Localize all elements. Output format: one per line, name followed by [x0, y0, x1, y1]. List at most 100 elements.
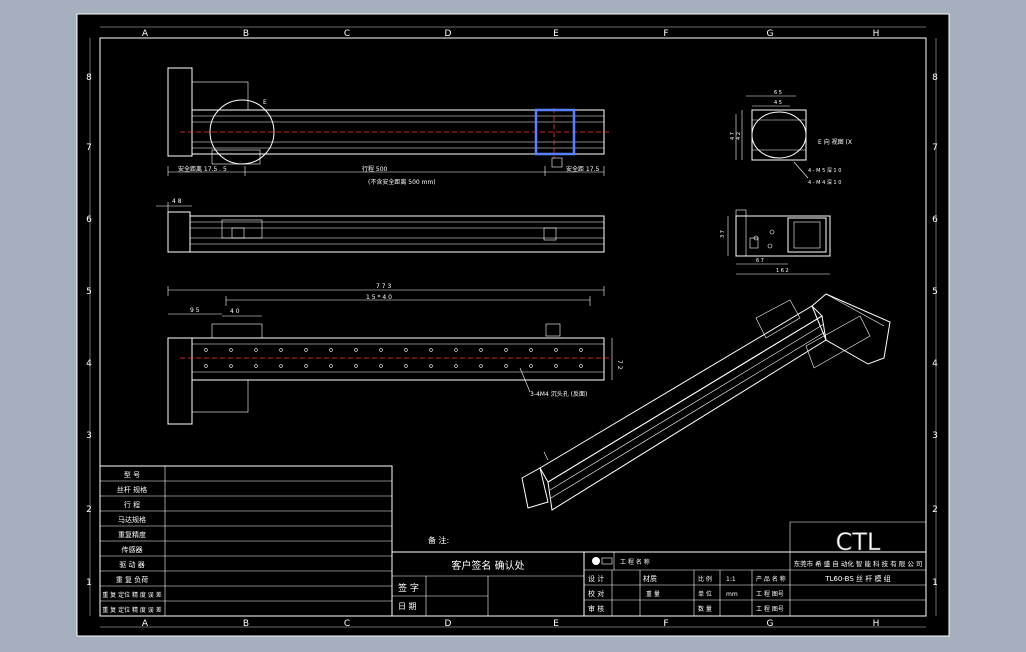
- param-label-8: 重 复 定位 精 度 误 差: [102, 591, 161, 599]
- mounting-hole: [379, 348, 383, 352]
- dim-pitch-span: 1 5 * 4 0: [366, 294, 392, 301]
- detail-e-mark: E: [263, 99, 267, 106]
- scale-label: 比 例: [698, 575, 712, 583]
- zone-col-h-bottom: H: [873, 619, 880, 629]
- section-callout-1: 4 - M 5 深 1 0: [808, 167, 841, 174]
- outer-frame: [76, 13, 950, 637]
- zone-row-7-right: 7: [932, 143, 938, 153]
- dim-total-length: 7 7 3: [376, 283, 391, 290]
- mounting-hole: [479, 348, 483, 352]
- date-label: 日 期: [398, 602, 417, 611]
- zone-col-b-bottom: B: [243, 619, 249, 629]
- mounting-hole: [329, 364, 333, 368]
- mounting-hole: [454, 348, 458, 352]
- zone-col-c-top: C: [344, 29, 350, 39]
- drawing-sheet: [76, 13, 950, 637]
- mounting-hole: [304, 364, 308, 368]
- zone-col-a-bottom: A: [142, 619, 149, 629]
- mounting-hole: [229, 348, 233, 352]
- front-view: [156, 202, 605, 253]
- zone-col-e-top: E: [553, 29, 559, 39]
- hole-callout: 3-4M4 沉头孔 (反面): [530, 390, 587, 398]
- zone-col-d-bottom: D: [445, 619, 452, 629]
- unit-value: mm: [726, 591, 738, 598]
- zone-row-4-left: 4: [86, 359, 92, 369]
- mounting-hole-row: [204, 348, 583, 368]
- param-label-5: 传感器: [122, 545, 143, 554]
- mounting-hole: [379, 364, 383, 368]
- endview-h37: 3 7: [720, 230, 726, 238]
- mounting-hole: [254, 348, 258, 352]
- zone-row-2-right: 2: [932, 505, 938, 515]
- sign-label: 签 字: [398, 582, 419, 594]
- zone-row-8-left: 8: [86, 73, 92, 83]
- check-label: 校 对: [588, 589, 604, 598]
- design-label: 设 计: [588, 574, 604, 583]
- zone-row-1-right: 1: [932, 578, 938, 588]
- product-name-label: 产 品 名 称: [756, 575, 786, 583]
- isometric-view: [521, 293, 891, 511]
- mounting-hole: [279, 348, 283, 352]
- endview-w67: 6 7: [756, 258, 764, 264]
- zone-col-a-top: A: [142, 29, 149, 39]
- zone-row-2-left: 2: [86, 505, 92, 515]
- mounting-hole: [354, 364, 358, 368]
- qty-label: 数 量: [698, 605, 712, 613]
- param-label-0: 型 号: [124, 470, 140, 479]
- zone-col-c-bottom: C: [344, 619, 350, 629]
- mounting-hole: [354, 348, 358, 352]
- mounting-hole: [579, 364, 583, 368]
- zone-col-b-top: B: [243, 29, 249, 39]
- param-label-2: 行 程: [124, 500, 140, 509]
- customer-sign-title: 客户签名 确认处: [451, 559, 524, 572]
- mounting-hole: [454, 364, 458, 368]
- dim-left-margin: 安全距离 17.5 . 5: [178, 165, 227, 173]
- mounting-hole: [254, 364, 258, 368]
- product-model: TL60-BS 丝 杆 模 组: [824, 574, 890, 583]
- detail-e-highlight-box[interactable]: [534, 108, 576, 156]
- mounting-hole: [229, 364, 233, 368]
- mounting-hole: [304, 348, 308, 352]
- mounting-hole: [504, 348, 508, 352]
- zone-row-3-left: 3: [86, 431, 92, 441]
- section-d45: 4 5: [774, 100, 782, 106]
- material-label: 材质: [643, 574, 657, 583]
- section-view: [735, 95, 809, 179]
- zone-row-6-right: 6: [932, 215, 938, 225]
- mounting-hole: [504, 364, 508, 368]
- param-label-1: 丝杆 规格: [117, 485, 147, 494]
- drawing-no-label-2: 工 程 图号: [756, 605, 784, 613]
- mounting-hole: [279, 364, 283, 368]
- zone-row-8-right: 8: [932, 73, 938, 83]
- mounting-hole: [204, 348, 208, 352]
- zone-col-e-bottom: E: [553, 619, 559, 629]
- param-label-9: 重 复 定位 精 度 误 差: [102, 606, 161, 614]
- section-d65: 6 5: [774, 90, 782, 96]
- param-label-4: 重复精度: [118, 530, 146, 539]
- zone-col-d-top: D: [445, 29, 452, 39]
- dim-total-note: (不含安全距离 500 mm): [368, 178, 436, 186]
- mounting-hole: [404, 348, 408, 352]
- zone-row-1-left: 1: [86, 578, 92, 588]
- parameter-rows: [100, 480, 392, 602]
- endview-w162: 1 6 2: [776, 268, 789, 274]
- zone-col-g-top: G: [767, 29, 774, 39]
- zone-col-f-bottom: F: [663, 619, 668, 629]
- mounting-hole: [529, 364, 533, 368]
- section-callout-2: 4 - M 4 深 1 0: [808, 179, 841, 186]
- zone-col-h-top: H: [873, 29, 880, 39]
- mounting-hole: [554, 364, 558, 368]
- title-block: [583, 521, 927, 617]
- drawing-no-label: 工 程 图号: [756, 590, 784, 598]
- param-label-6: 驱 动 器: [119, 560, 144, 569]
- zone-row-6-left: 6: [86, 215, 92, 225]
- dim-right-margin: 安全距 17.5: [566, 165, 599, 173]
- mounting-hole: [579, 348, 583, 352]
- mounting-hole: [204, 364, 208, 368]
- company-name: 东莞市 希 盛 自 动化 智 能 科 技 有 限 公 司: [794, 559, 923, 568]
- unit-label: 单 位: [698, 590, 712, 598]
- weight-label: 重 量: [646, 590, 660, 598]
- zone-row-4-right: 4: [932, 359, 938, 369]
- dim-side-48: 4 8: [172, 198, 182, 205]
